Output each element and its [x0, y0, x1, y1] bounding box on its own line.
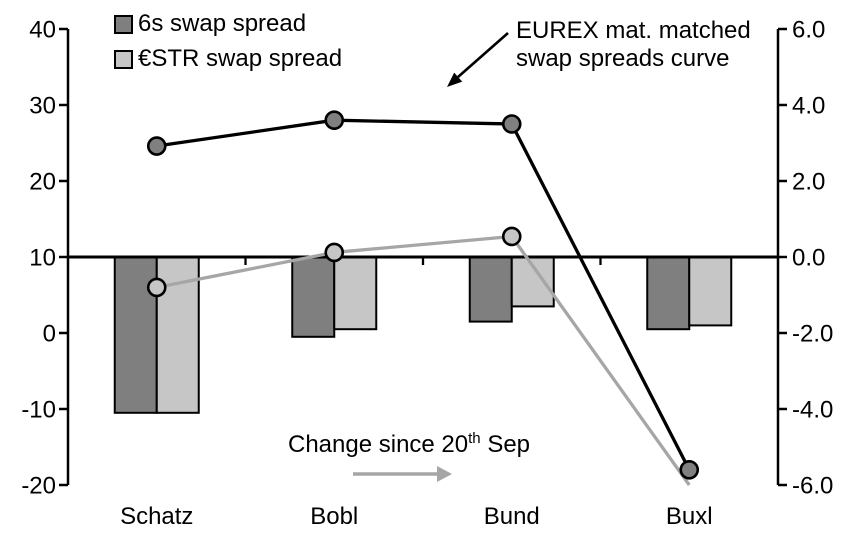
data-point-marker	[324, 110, 345, 130]
curve-annotation-arrow	[447, 32, 509, 87]
data-point-marker	[324, 242, 345, 263]
right-axis-tick-label: 0.0	[792, 245, 825, 272]
arrow-head	[437, 466, 452, 482]
right-axis-tick-label: -2.0	[792, 321, 833, 348]
curve-annotation-line2: swap spreads curve	[516, 45, 730, 72]
right-axis-tick-label: 4.0	[792, 93, 825, 120]
bar	[688, 256, 733, 327]
right-axis: 6.0 4.0 2.0 0.0 -2.0 -4.0 -6.0	[776, 17, 833, 500]
category-label: Buxl	[666, 503, 713, 530]
change-annotation-arrow	[353, 466, 452, 482]
bar	[468, 256, 513, 323]
category-label: Bund	[484, 503, 540, 530]
legend-label-estr: €STR swap spread	[138, 45, 343, 72]
data-point-marker	[679, 459, 700, 480]
legend-swatch-estr	[114, 49, 133, 69]
legend-item-estr: €STR swap spread	[114, 46, 342, 72]
category-label: Schatz	[120, 503, 193, 530]
left-axis: 40 30 20 10 0 -10 -20	[21, 17, 70, 500]
left-axis-tick-label: 10	[29, 245, 56, 272]
bar	[291, 256, 336, 338]
line-path	[156, 118, 691, 471]
line-6s-swap-spread	[146, 110, 700, 480]
left-axis-tick-label: 0	[43, 321, 56, 348]
change-annotation-suffix: Sep	[480, 431, 531, 458]
right-axis-tick-label: -4.0	[792, 397, 833, 424]
change-annotation-text: Change since 20	[288, 431, 469, 458]
bar	[646, 256, 691, 331]
category-label: Bobl	[310, 503, 358, 530]
arrow-line	[457, 32, 509, 78]
right-axis-tick-label: 2.0	[792, 169, 825, 196]
data-point-marker	[146, 277, 167, 298]
left-axis-tick-label: 20	[29, 169, 56, 196]
right-axis-tick-label: -6.0	[792, 473, 833, 500]
curve-annotation: EUREX mat. matched swap spreads curve	[516, 17, 751, 73]
category-axis: Schatz Bobl Bund Buxl	[120, 503, 713, 530]
data-point-marker	[146, 136, 167, 156]
bars-estr-swap-spread	[155, 256, 733, 414]
legend-swatch-6s	[114, 14, 133, 34]
change-annotation-sup: th	[468, 430, 481, 447]
legend-label-6s: 6s swap spread	[138, 10, 307, 37]
line-estr-swap-spread	[146, 226, 691, 486]
left-axis-tick-label: -20	[21, 473, 56, 500]
data-point-marker	[501, 114, 522, 134]
line-path	[156, 234, 691, 486]
curve-annotation-line1: EUREX mat. matched	[516, 17, 751, 44]
bar	[333, 256, 378, 331]
right-axis-tick-label: 6.0	[792, 17, 825, 44]
chart-legend: 6s swap spread €STR swap spread	[114, 11, 342, 81]
left-axis-tick-label: -10	[21, 397, 56, 424]
arrow-head	[447, 72, 463, 87]
left-axis-tick-label: 30	[29, 93, 56, 120]
left-axis-tick-label: 40	[29, 17, 56, 44]
change-annotation: Change since 20th Sep	[288, 430, 531, 458]
data-point-marker	[501, 226, 522, 247]
legend-item-6s: 6s swap spread	[114, 11, 342, 37]
